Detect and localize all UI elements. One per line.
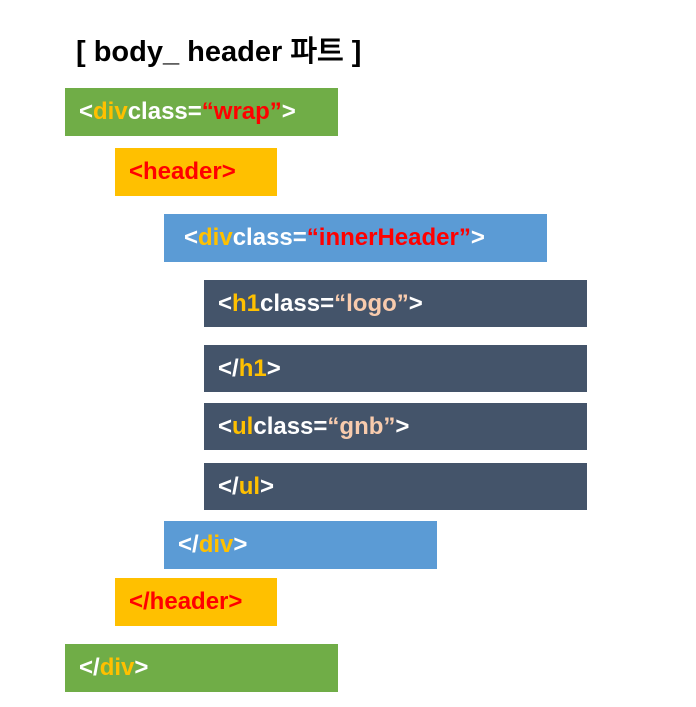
code-tag-name: div [198, 224, 233, 251]
code-tag-name: h1 [238, 354, 267, 382]
code-header-tag: </header> [129, 588, 243, 615]
code-bracket: > [408, 289, 423, 317]
code-attribute: class= [127, 98, 202, 125]
inner-header-close-box: </div> [164, 521, 437, 569]
code-attribute: class= [232, 224, 307, 251]
code-bracket: > [233, 531, 248, 558]
header-open-box: <header> [115, 148, 277, 196]
code-class-value: “wrap” [201, 98, 282, 125]
code-bracket: < [79, 98, 94, 125]
code-tag-name: ul [232, 412, 254, 440]
code-bracket: > [395, 412, 410, 440]
inner-header-open-box: <div class=“innerHeader”> [164, 214, 547, 262]
code-bracket: > [281, 98, 296, 125]
diagram-title: [ body_ header 파트 ] [76, 36, 362, 68]
code-bracket: > [470, 224, 485, 251]
code-tag-name: h1 [232, 289, 261, 317]
header-close-box: </header> [115, 578, 277, 626]
code-class-value: “innerHeader” [306, 224, 471, 251]
code-bracket: </ [178, 531, 199, 558]
h1-open-box: <h1 class=“logo”> [204, 280, 587, 327]
code-bracket: < [218, 412, 233, 440]
code-header-tag: <header> [129, 158, 236, 185]
code-bracket: </ [218, 354, 239, 382]
code-bracket: > [266, 354, 281, 382]
ul-open-box: <ul class=“gnb”> [204, 403, 587, 450]
code-attribute: class= [260, 289, 335, 317]
h1-close-box: </h1> [204, 345, 587, 392]
code-bracket: > [260, 472, 275, 500]
code-tag-name: div [93, 98, 128, 125]
code-bracket: > [134, 654, 149, 681]
code-bracket: < [184, 224, 199, 251]
wrap-close-box: </div> [65, 644, 338, 692]
code-tag-name: ul [238, 472, 261, 500]
wrap-open-box: <div class=“wrap”> [65, 88, 338, 136]
code-tag-name: div [198, 531, 234, 558]
code-class-value: “logo” [334, 289, 409, 317]
ul-close-box: </ul> [204, 463, 587, 510]
code-tag-name: div [99, 654, 135, 681]
code-attribute: class= [253, 412, 328, 440]
code-bracket: </ [218, 472, 239, 500]
code-bracket: </ [79, 654, 100, 681]
code-class-value: “gnb” [327, 412, 396, 440]
code-bracket: < [218, 289, 233, 317]
